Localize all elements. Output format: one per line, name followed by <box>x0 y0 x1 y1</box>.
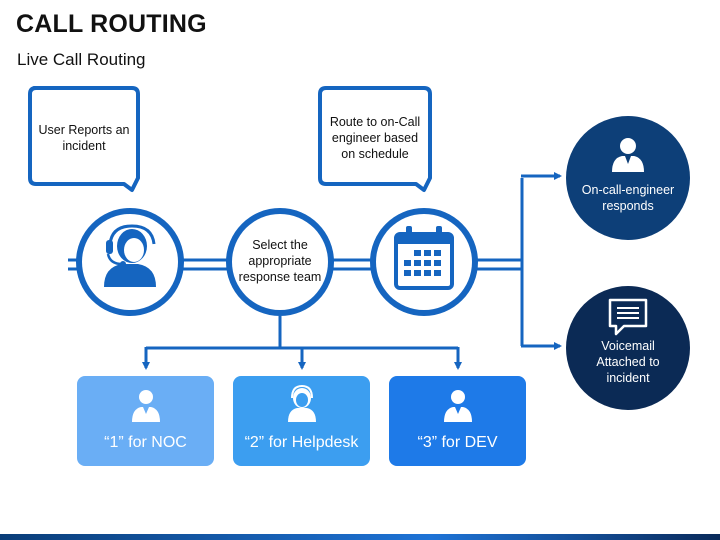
calendar-icon <box>394 226 454 290</box>
team-label-noc: “1” for NOC <box>104 434 187 451</box>
noc-person-icon <box>132 390 160 422</box>
outcome-branch-connector <box>520 172 562 350</box>
outcome-responds-label: On-call-engineer responds <box>581 183 675 213</box>
page-title: CALL ROUTING <box>16 10 207 38</box>
step-select-circle <box>226 208 334 316</box>
team-label-helpdesk: “2” for Helpdesk <box>244 434 359 451</box>
step-report-label: User Reports an incident <box>38 123 130 153</box>
helpdesk-agent-icon <box>288 384 316 422</box>
team-label-dev: “3” for DEV <box>417 434 498 451</box>
dev-person-icon <box>444 390 472 422</box>
team-branch-connector <box>142 316 462 370</box>
footer-bar <box>0 534 720 540</box>
outcome-voicemail-label: Voicemail Attached to incident <box>596 339 660 385</box>
message-icon <box>608 298 648 336</box>
bubble-report <box>28 86 140 192</box>
operator-headset-icon <box>104 224 156 287</box>
engineer-icon <box>612 138 644 172</box>
step-route-label: Route to on-Call engineer based on sched… <box>329 115 421 161</box>
step-select-label: Select the appropriate response team <box>238 238 322 284</box>
outcome-voicemail-circle <box>566 286 690 410</box>
bubble-route <box>318 86 432 192</box>
page-subtitle: Live Call Routing <box>17 50 146 69</box>
outcome-responds-circle <box>566 116 690 240</box>
